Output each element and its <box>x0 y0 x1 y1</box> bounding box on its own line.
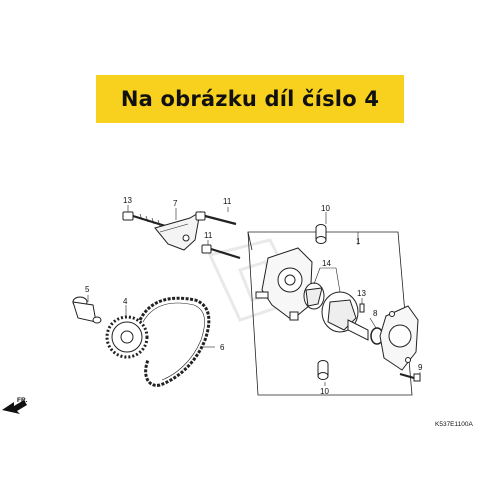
highlight-banner: Na obrázku díl číslo 4 <box>96 75 404 123</box>
sprocket-4 <box>105 315 149 359</box>
front-direction-label: FR. <box>17 397 28 404</box>
callout-1: 1 <box>356 237 361 246</box>
oil-pump-assembly-frame <box>247 231 413 396</box>
front-direction-marker: FR. <box>2 397 28 414</box>
callout-10-upper: 10 <box>321 204 330 213</box>
chain-guide-plate-7 <box>154 211 201 251</box>
dowel-pin-10-lower <box>317 360 329 380</box>
front-direction-arrow-icon <box>2 400 27 414</box>
banner-text: Na obrázku díl číslo 4 <box>120 87 380 111</box>
screw-9 <box>399 373 421 382</box>
dowel-pin-10-upper <box>315 224 327 244</box>
callout-11-lower: 11 <box>204 231 213 240</box>
callout-9: 9 <box>418 363 423 372</box>
callout-7: 7 <box>173 199 178 208</box>
bolt-11-upper <box>195 211 237 226</box>
callout-12: 13 <box>123 196 132 205</box>
callout-8: 8 <box>373 309 378 318</box>
pin-13 <box>359 303 365 313</box>
collar-5 <box>72 296 102 324</box>
callout-10-lower: 10 <box>320 387 329 396</box>
leader-lines <box>87 205 421 386</box>
callout-4: 4 <box>123 297 128 306</box>
pump-cover <box>379 305 419 371</box>
callout-6: 6 <box>220 343 225 352</box>
pump-body <box>255 247 313 321</box>
callout-labels: 13 7 11 11 10 1 14 13 5 4 8 6 9 10 <box>85 196 423 396</box>
callout-14: 14 <box>322 259 331 268</box>
bolt-11-lower <box>201 244 241 260</box>
callout-13: 13 <box>357 289 366 298</box>
callout-5: 5 <box>85 285 90 294</box>
drive-chain-6 <box>138 296 211 387</box>
pump-shaft <box>347 319 369 341</box>
callout-11-upper: 11 <box>223 197 232 206</box>
diagram-code: K537E1100A <box>435 421 473 428</box>
